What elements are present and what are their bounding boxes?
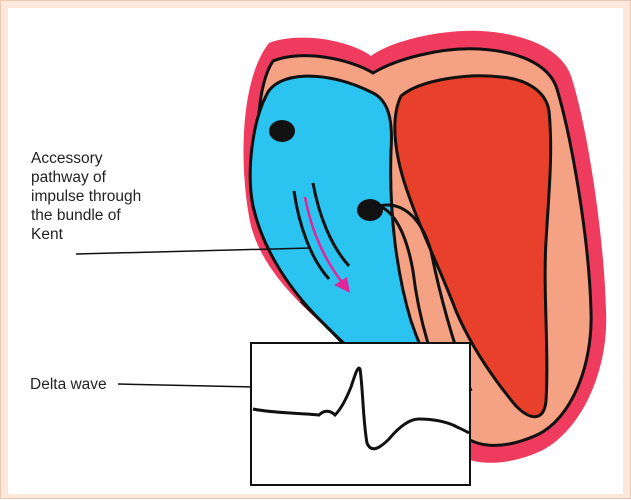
accessory-pathway-label: Accessory pathway of impulse through the… — [31, 149, 141, 244]
delta-wave-label: Delta wave — [30, 375, 107, 394]
sinoatrial-node — [269, 120, 295, 142]
atrioventricular-node — [357, 199, 383, 221]
